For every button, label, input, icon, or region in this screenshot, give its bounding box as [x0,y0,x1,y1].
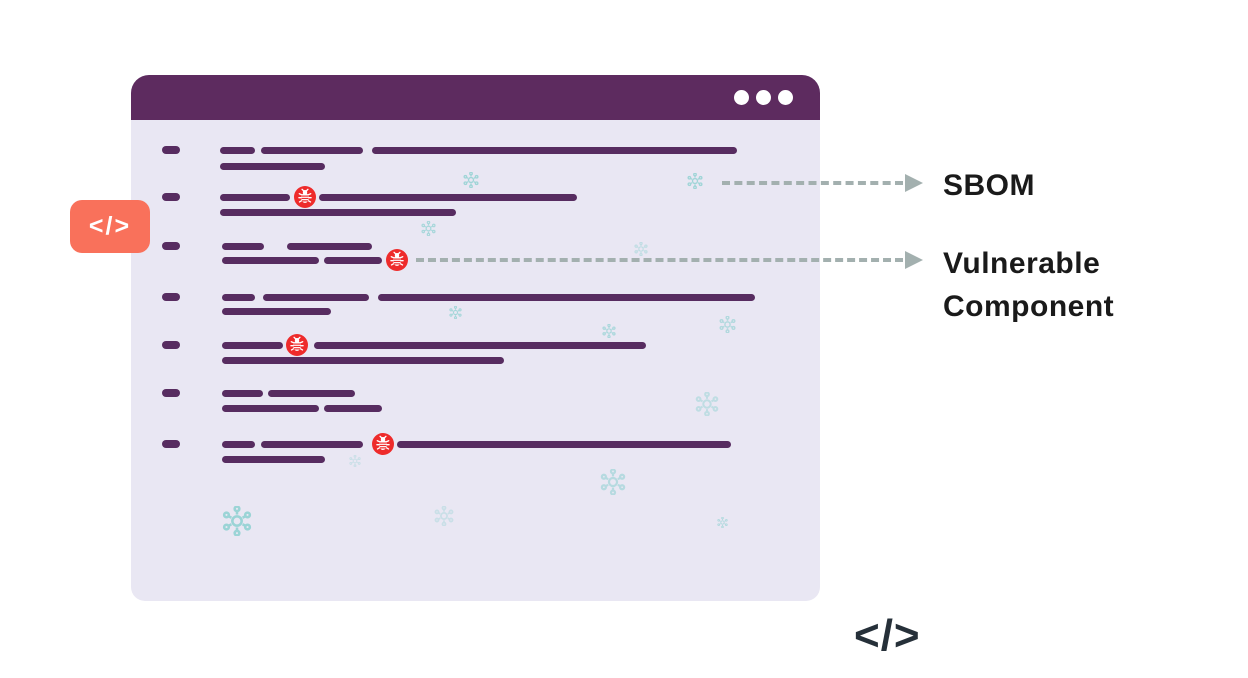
code-line-bar [222,256,319,264]
code-line-bar [397,440,731,448]
snowflake-icon [222,505,252,541]
snowflake-icon [716,515,728,533]
code-line-bullet [162,440,180,448]
snowflake-icon [349,454,361,472]
annotation-arrow-line-sbom [722,181,903,185]
window-control-dot [734,90,749,105]
annotation-label-sbom: SBOM [943,169,1035,202]
snowflake-icon [600,468,626,500]
snowflake-icon [718,315,736,338]
code-line-bar [220,193,290,201]
bug-icon [286,334,308,356]
snowflake-icon [602,323,616,343]
code-line-bar [378,293,755,301]
window-control-dot [778,90,793,105]
annotation-arrow-head-sbom [905,174,923,192]
code-line-bullet [162,341,180,349]
annotation-arrow-line-vulnerable-component [416,258,903,262]
code-line-bar [287,242,372,250]
code-line-bar [261,146,363,154]
bug-icon [386,249,408,271]
code-line-bar [222,242,264,250]
code-line-bullet [162,389,180,397]
code-line-bullet [162,193,180,201]
code-line-bar [220,208,456,216]
code-line-bar [324,404,382,412]
bug-icon [372,433,394,455]
code-line-bar [319,193,577,201]
bug-icon [294,186,316,208]
code-line-bar [263,293,369,301]
code-line-bar [222,389,263,397]
code-line-bar [222,356,504,364]
snowflake-icon [634,241,648,261]
snowflake-icon [448,305,462,324]
annotation-arrow-head-vulnerable-component [905,251,923,269]
code-line-bar [372,146,737,154]
window-titlebar [131,75,820,120]
code-line-bar [268,389,355,397]
code-line-bullet [162,293,180,301]
code-line-bar [222,293,255,301]
snowflake-icon [687,172,703,194]
snowflake-icon [463,171,479,193]
window-control-dot [756,90,771,105]
code-line-bar [222,307,331,315]
snowflake-icon [420,220,436,241]
code-line-bar [220,146,255,154]
code-line-bar [261,440,363,448]
code-line-bar [220,162,325,170]
code-line-bullet [162,146,180,154]
code-icon: </> [854,611,921,660]
snowflake-icon [695,391,719,421]
code-line-bar [222,404,319,412]
annotation-label-vulnerable-component: Vulnerable Component [943,247,1115,323]
code-line-bar [324,256,382,264]
code-badge: </> [70,200,150,253]
window-controls [734,90,793,105]
snowflake-icon [434,505,454,531]
code-line-bar [222,455,325,463]
code-line-bar [222,440,255,448]
code-line-bar [222,341,283,349]
code-line-bullet [162,242,180,250]
code-line-bar [314,341,646,349]
